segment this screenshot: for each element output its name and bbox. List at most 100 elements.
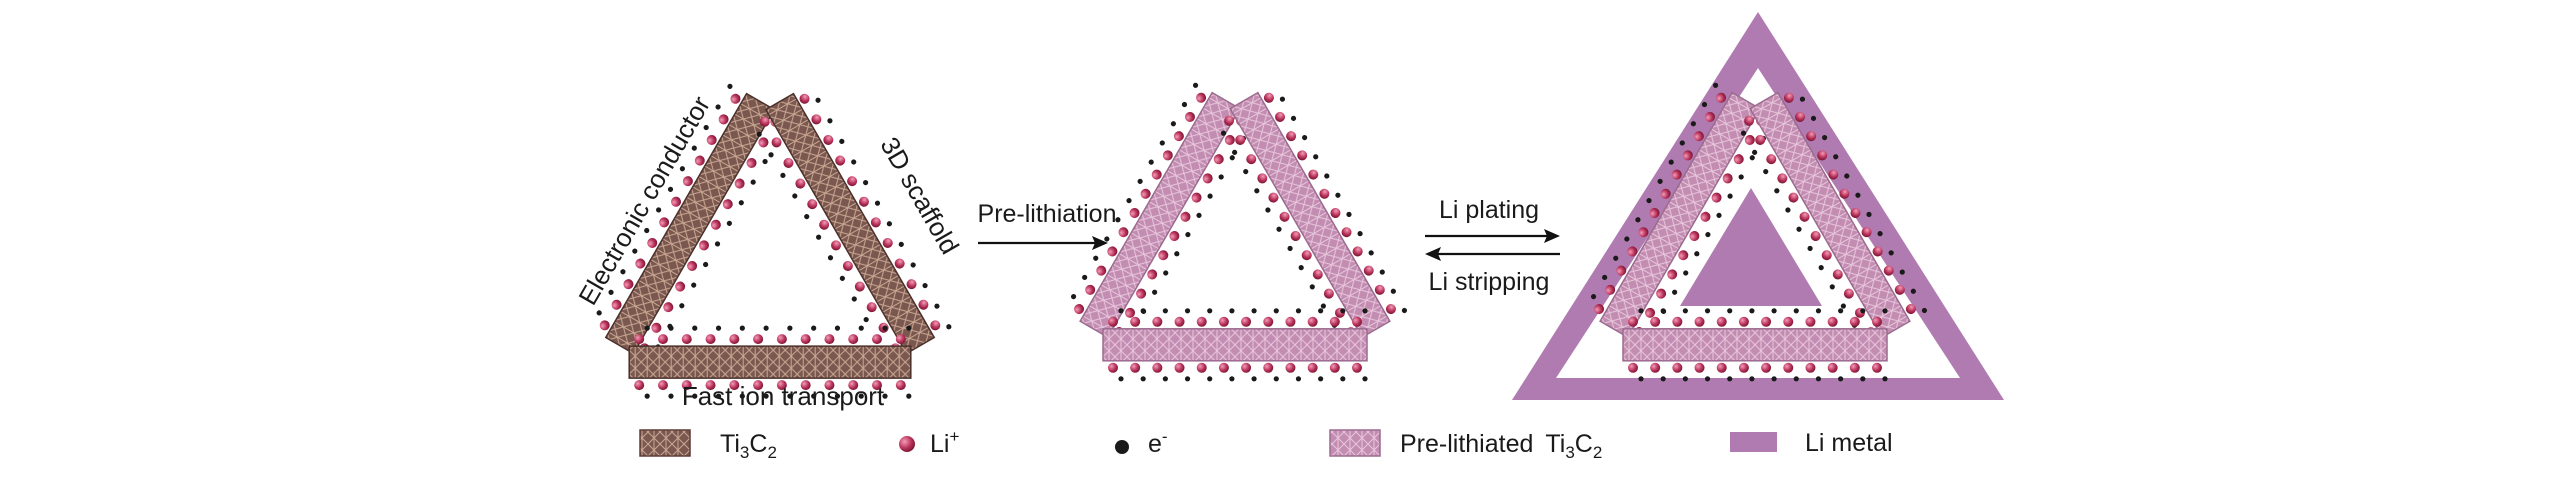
li-ion-icon xyxy=(800,334,811,345)
li-ion-icon xyxy=(872,380,883,391)
li-ion-icon xyxy=(753,334,764,345)
li-ion-icon xyxy=(1173,131,1184,142)
li-ion-icon xyxy=(1285,362,1296,373)
li-ion-icon xyxy=(1650,362,1661,373)
electron-dot xyxy=(1362,376,1368,382)
li-ion-icon xyxy=(635,258,646,269)
li-metal-outer-shell xyxy=(1512,12,2004,400)
li-ion-icon xyxy=(1107,246,1118,257)
li-ion-icon xyxy=(663,302,674,313)
li-ion-icon xyxy=(1883,265,1894,276)
li-ion-icon xyxy=(1224,115,1235,126)
electron-dot xyxy=(882,393,888,399)
li-ion-icon xyxy=(1312,269,1323,280)
electron-dot xyxy=(1362,308,1368,314)
electron-dot xyxy=(934,303,940,309)
electron-dot xyxy=(1273,376,1279,382)
li-ion-icon xyxy=(1246,154,1257,165)
li-ion-icon xyxy=(1795,111,1806,122)
electron-dot xyxy=(1727,193,1733,199)
electron-dot xyxy=(692,393,698,399)
li-ion-icon xyxy=(705,380,716,391)
electron-dot xyxy=(679,303,685,309)
electron-dot xyxy=(1401,307,1408,314)
li-ion-icon xyxy=(1821,250,1832,261)
li-ion-icon xyxy=(730,93,741,104)
electron-dot xyxy=(1771,376,1777,382)
electron-dot xyxy=(1799,96,1806,102)
electron-dot xyxy=(816,234,822,240)
li-ion-icon xyxy=(1125,307,1136,318)
li-ion-icon xyxy=(1202,173,1213,184)
li-metal-inner-triangle xyxy=(1680,188,1822,306)
electron-dot xyxy=(1184,376,1191,382)
electron-dot xyxy=(1115,217,1121,223)
electron-dot xyxy=(834,325,841,331)
li-ion-icon xyxy=(1158,250,1169,261)
legend-electron-label: e- xyxy=(1148,427,1168,458)
electron-dot xyxy=(1638,308,1644,314)
li-ion-icon xyxy=(1136,288,1147,299)
li-ion-icon xyxy=(694,155,705,166)
electron-dot xyxy=(1793,308,1799,314)
electron-dot xyxy=(874,200,881,206)
electron-dot xyxy=(1140,308,1146,314)
electron-dot xyxy=(762,158,768,165)
li-ion-icon xyxy=(634,334,645,345)
li-ion-icon xyxy=(759,116,770,127)
li-ion-icon xyxy=(1672,362,1683,373)
li-ion-icon xyxy=(1678,250,1689,261)
electron-dot xyxy=(863,316,869,323)
electron-dot xyxy=(851,159,857,165)
li-ion-icon xyxy=(1738,316,1749,327)
li-ion-icon xyxy=(1352,246,1363,257)
li-ion-icon xyxy=(1319,188,1330,199)
li-ion-icon xyxy=(1638,227,1649,238)
electron-dot xyxy=(632,248,638,254)
li-ion-icon xyxy=(1716,362,1727,373)
electron-dot xyxy=(780,172,786,179)
li-ion-icon xyxy=(1162,150,1173,161)
li-ion-icon xyxy=(1290,231,1301,242)
li-ion-icon xyxy=(1329,362,1340,373)
electron-dot xyxy=(1727,376,1733,382)
electron-dot xyxy=(1810,115,1817,121)
electron-dot xyxy=(1613,255,1619,261)
electron-dot xyxy=(1833,154,1839,160)
electron-dot xyxy=(738,200,744,206)
li-ion-icon xyxy=(1783,362,1794,373)
li-ion-icon xyxy=(1700,211,1711,222)
li-ion-icon xyxy=(1738,362,1749,373)
electron-dot xyxy=(1888,250,1894,256)
li-ion-icon xyxy=(1828,169,1839,180)
flake-right xyxy=(1220,91,1408,348)
li-ion-icon xyxy=(894,258,905,269)
li-ion-icon xyxy=(1744,115,1755,126)
li-ion-icon xyxy=(1174,362,1185,373)
electron-dot xyxy=(1324,173,1330,179)
li-ion-icon xyxy=(1788,192,1799,203)
li-ion-icon xyxy=(710,219,721,230)
li-ion-icon xyxy=(1323,288,1334,299)
li-ion-icon xyxy=(882,237,893,248)
electron-dot xyxy=(739,325,745,331)
electron-dot xyxy=(787,393,793,399)
li-ion-icon xyxy=(1241,362,1252,373)
li-ion-icon xyxy=(1722,173,1733,184)
li-ion-icon xyxy=(1218,316,1229,327)
electron-dot xyxy=(882,325,888,331)
li-ion-icon xyxy=(807,199,818,210)
li-ion-icon xyxy=(675,281,686,292)
li-ion-icon xyxy=(1827,316,1838,327)
li-ion-icon xyxy=(1616,265,1627,276)
electron-dot xyxy=(1140,376,1146,382)
li-ion-icon xyxy=(705,334,716,345)
li-ion-icon xyxy=(1656,288,1667,299)
li-ion-icon xyxy=(811,114,822,125)
electron-dot xyxy=(679,166,685,172)
electron-dot xyxy=(851,296,857,302)
li-ion-icon xyxy=(1286,131,1297,142)
li-ion-icon xyxy=(671,196,682,207)
